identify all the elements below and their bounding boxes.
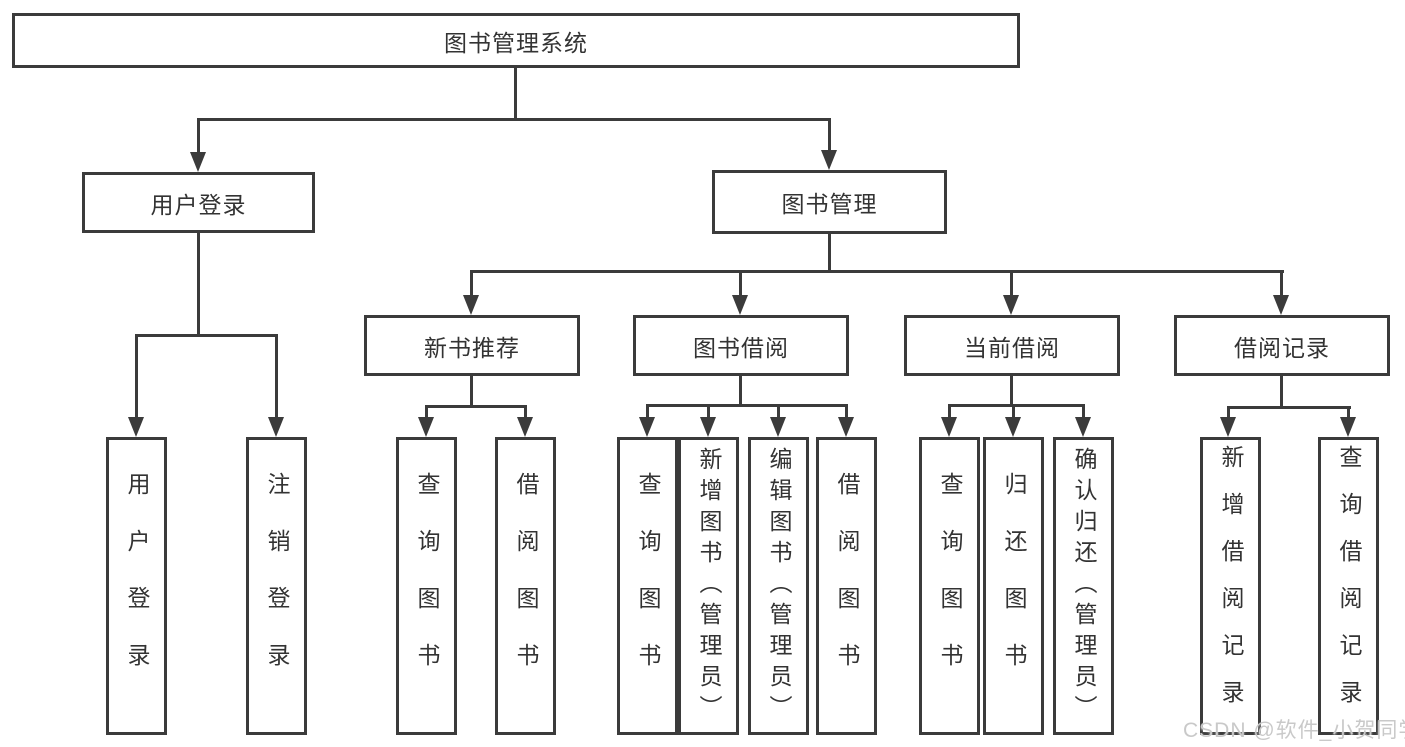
- connector-bookmgmt-vertical: [828, 234, 831, 273]
- leaf-rec-query-book: 查询图书: [396, 437, 457, 735]
- connector-rec-bar: [425, 405, 527, 408]
- connector-stub: [845, 404, 848, 419]
- connector-bb-vertical: [739, 376, 742, 407]
- leaf-bb-edit-book: 编辑图书（管理员）: [748, 437, 809, 735]
- arrow-down-icon: [463, 295, 479, 315]
- connector-stub: [425, 405, 428, 419]
- leaf-rec-borrow-book: 借阅图书: [495, 437, 556, 735]
- arrow-down-icon: [1220, 417, 1236, 437]
- connector-userlogin-bar: [135, 334, 278, 337]
- connector-stub: [135, 334, 138, 419]
- node-root: 图书管理系统: [12, 13, 1020, 68]
- node-new-book-rec-label: 新书推荐: [424, 334, 520, 361]
- leaf-cb-confirm-return: 确认归还（管理员）: [1053, 437, 1114, 735]
- connector-cb-vertical: [1010, 376, 1013, 407]
- connector-stub: [275, 334, 278, 419]
- arrow-down-icon: [1005, 417, 1021, 437]
- arrow-down-icon: [517, 417, 533, 437]
- connector-stub: [777, 404, 780, 419]
- leaf-cb-return-book-label: 归还图书: [1001, 472, 1027, 700]
- connector-stub: [1082, 404, 1085, 419]
- arrow-down-icon: [190, 152, 206, 172]
- node-book-borrow-label: 图书借阅: [693, 334, 789, 361]
- connector-root-vertical: [514, 68, 517, 120]
- connector-stub: [1010, 270, 1013, 297]
- arrow-down-icon: [770, 417, 786, 437]
- leaf-bb-add-book-label: 新增图书（管理员）: [696, 446, 722, 726]
- node-borrow-record-label: 借阅记录: [1234, 334, 1330, 361]
- leaf-bb-edit-book-label: 编辑图书（管理员）: [766, 446, 792, 726]
- leaf-bb-borrow-book-label: 借阅图书: [834, 472, 860, 700]
- leaf-cb-query-book-label: 查询图书: [937, 472, 963, 700]
- node-root-label: 图书管理系统: [444, 29, 588, 56]
- leaf-user-login-label: 用户登录: [124, 472, 150, 700]
- node-book-mgmt-label: 图书管理: [781, 191, 878, 217]
- leaf-bb-borrow-book: 借阅图书: [816, 437, 877, 735]
- node-book-borrow: 图书借阅: [633, 315, 849, 376]
- connector-stub: [1347, 406, 1350, 419]
- arrow-down-icon: [941, 417, 957, 437]
- leaf-cb-return-book: 归还图书: [983, 437, 1044, 735]
- connector-stub: [948, 404, 951, 419]
- node-book-mgmt: 图书管理: [712, 170, 947, 234]
- connector-br-bar: [1227, 406, 1351, 409]
- leaf-rec-borrow-book-label: 借阅图书: [513, 472, 539, 700]
- arrow-down-icon: [639, 417, 655, 437]
- watermark: CSDN @软件_小贺同学: [1183, 719, 1405, 742]
- connector-br-vertical: [1280, 376, 1283, 409]
- connector-root-bar: [197, 118, 831, 121]
- connector-stub: [197, 118, 200, 154]
- connector-stub: [707, 404, 710, 419]
- connector-rec-vertical: [470, 376, 473, 408]
- connector-bb-bar: [646, 404, 848, 407]
- leaf-br-add-record-label: 新增借阅记录: [1218, 445, 1244, 727]
- node-user-login-label: 用户登录: [150, 191, 247, 218]
- arrow-down-icon: [1273, 295, 1289, 315]
- arrow-down-icon: [128, 417, 144, 437]
- arrow-down-icon: [732, 295, 748, 315]
- node-user-login: 用户登录: [82, 172, 315, 233]
- arrow-down-icon: [700, 417, 716, 437]
- leaf-logout-label: 注销登录: [264, 472, 290, 700]
- connector-stub: [828, 118, 831, 152]
- arrow-down-icon: [838, 417, 854, 437]
- node-current-borrow: 当前借阅: [904, 315, 1120, 376]
- leaf-br-add-record: 新增借阅记录: [1200, 437, 1261, 735]
- connector-stub: [470, 270, 473, 297]
- connector-stub: [1227, 406, 1230, 419]
- leaf-bb-add-book: 新增图书（管理员）: [678, 437, 739, 735]
- arrow-down-icon: [1003, 295, 1019, 315]
- arrow-down-icon: [1340, 417, 1356, 437]
- leaf-bb-query-book-label: 查询图书: [635, 472, 661, 700]
- connector-stub: [739, 270, 742, 297]
- leaf-bb-query-book: 查询图书: [617, 437, 678, 735]
- leaf-user-login: 用户登录: [106, 437, 167, 735]
- leaf-cb-query-book: 查询图书: [919, 437, 980, 735]
- node-current-borrow-label: 当前借阅: [964, 334, 1060, 361]
- connector-stub: [1280, 270, 1283, 297]
- arrow-down-icon: [418, 417, 434, 437]
- leaf-rec-query-book-label: 查询图书: [414, 472, 440, 700]
- connector-cb-bar: [948, 404, 1085, 407]
- connector-bookmgmt-bar: [470, 270, 1284, 273]
- node-borrow-record: 借阅记录: [1174, 315, 1390, 376]
- leaf-logout: 注销登录: [246, 437, 307, 735]
- connector-stub: [524, 405, 527, 419]
- leaf-cb-confirm-return-label: 确认归还（管理员）: [1071, 446, 1097, 726]
- arrow-down-icon: [821, 150, 837, 170]
- leaf-br-query-record-label: 查询借阅记录: [1336, 445, 1362, 727]
- connector-stub: [1012, 404, 1015, 419]
- leaf-br-query-record: 查询借阅记录: [1318, 437, 1379, 735]
- node-new-book-rec: 新书推荐: [364, 315, 580, 376]
- arrow-down-icon: [1075, 417, 1091, 437]
- connector-stub: [646, 404, 649, 419]
- connector-userlogin-vertical: [197, 233, 200, 337]
- arrow-down-icon: [268, 417, 284, 437]
